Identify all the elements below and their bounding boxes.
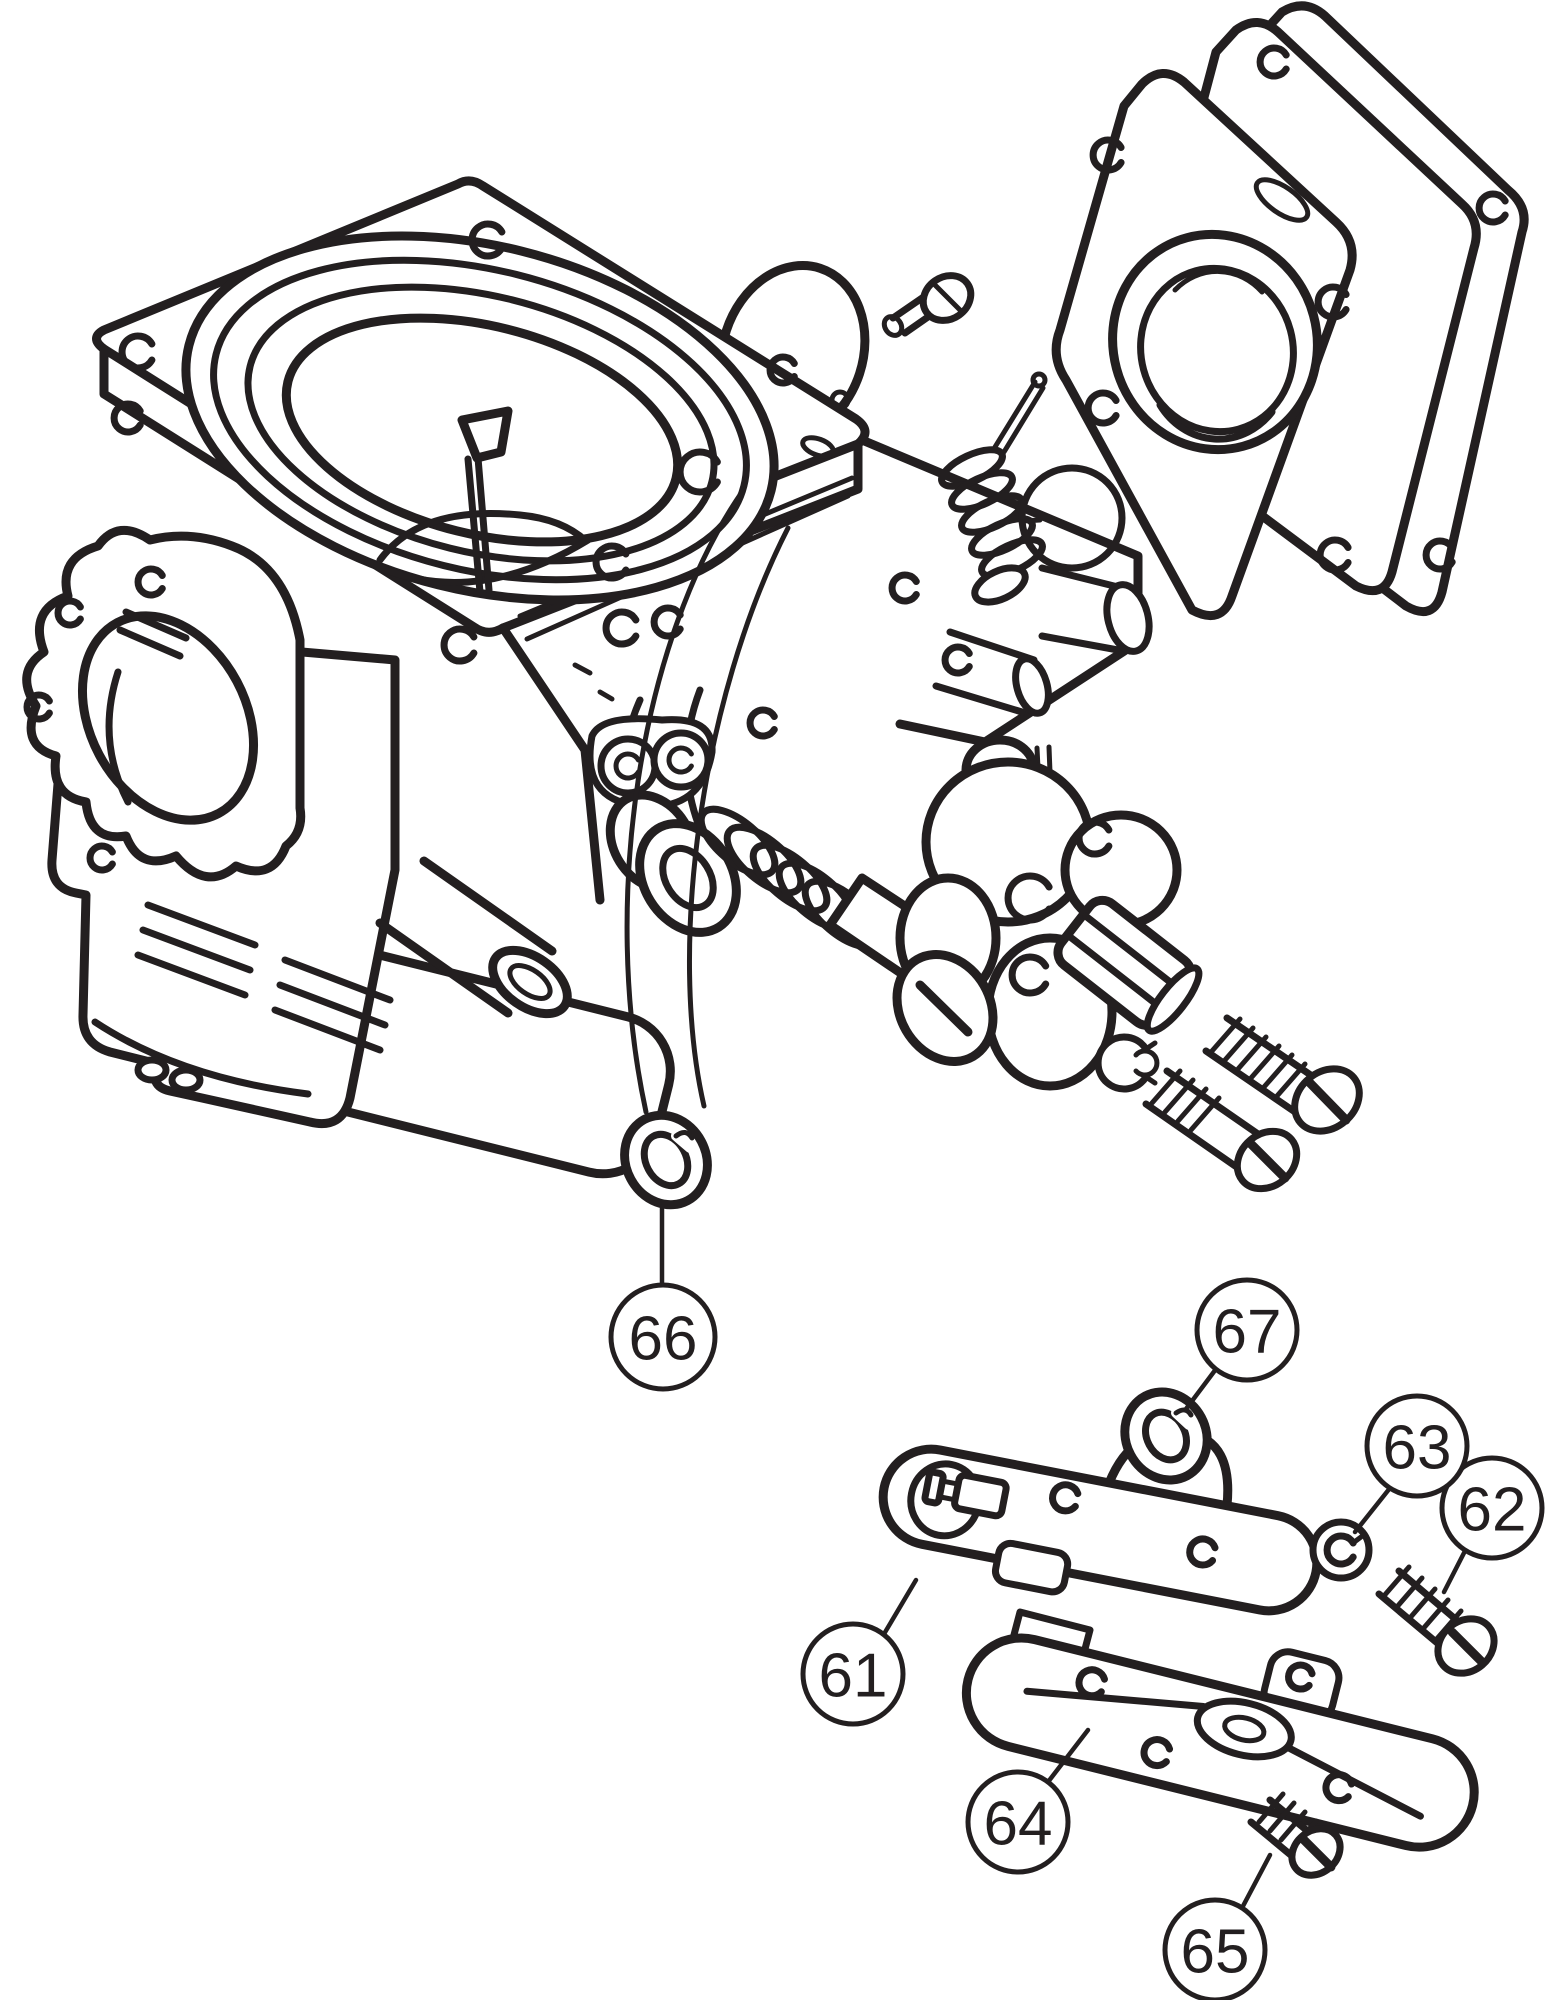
shaft-seal-66 <box>620 489 791 1210</box>
callout-number-63: 63 <box>1383 1413 1452 1482</box>
callout-number-66: 66 <box>629 1304 698 1373</box>
carburetor-body-right <box>498 353 1153 905</box>
callout-leader-67 <box>1183 1366 1219 1412</box>
screw-62 <box>1375 1564 1498 1677</box>
callout-number-62: 62 <box>1458 1475 1527 1544</box>
spacer-block-assembly <box>1051 1 1529 621</box>
washer-63 <box>1309 1518 1373 1582</box>
pump-cover-plate-64 <box>961 1633 1479 1852</box>
carburetor-body-flange <box>92 176 870 702</box>
callout-circle-66 <box>608 1282 718 1392</box>
callout-number-67: 67 <box>1213 1297 1282 1366</box>
callout-circle-65 <box>1162 1897 1268 2000</box>
throttle-body-screws <box>1142 1014 1363 1193</box>
inlet-gasket-flange <box>22 525 306 882</box>
throttle-shaft-assembly <box>605 735 1203 1093</box>
callout-number-64: 64 <box>984 1789 1053 1858</box>
callout-circle-64 <box>965 1769 1071 1875</box>
callout-number-61: 61 <box>819 1641 888 1710</box>
idle-screw-spring <box>938 371 1048 606</box>
callout-leader-63 <box>1352 1485 1393 1535</box>
callout-number-65: 65 <box>1181 1917 1250 1986</box>
callout-leader-62 <box>1441 1546 1469 1595</box>
callout-circle-61 <box>800 1621 906 1727</box>
callout-circle-62 <box>1439 1455 1545 1561</box>
seal-67 <box>1120 1387 1212 1485</box>
check-ball <box>1018 464 1126 572</box>
callout-leader-65 <box>1239 1852 1273 1911</box>
callout-circle-63 <box>1364 1393 1470 1499</box>
top-screw <box>881 272 975 338</box>
callout-leader-64 <box>1045 1727 1091 1785</box>
pump-lever-bracket-61 <box>878 1427 1322 1672</box>
callout-circle-67 <box>1194 1277 1300 1383</box>
callout-leader-61 <box>881 1577 919 1637</box>
screw-65 <box>1247 1791 1344 1879</box>
